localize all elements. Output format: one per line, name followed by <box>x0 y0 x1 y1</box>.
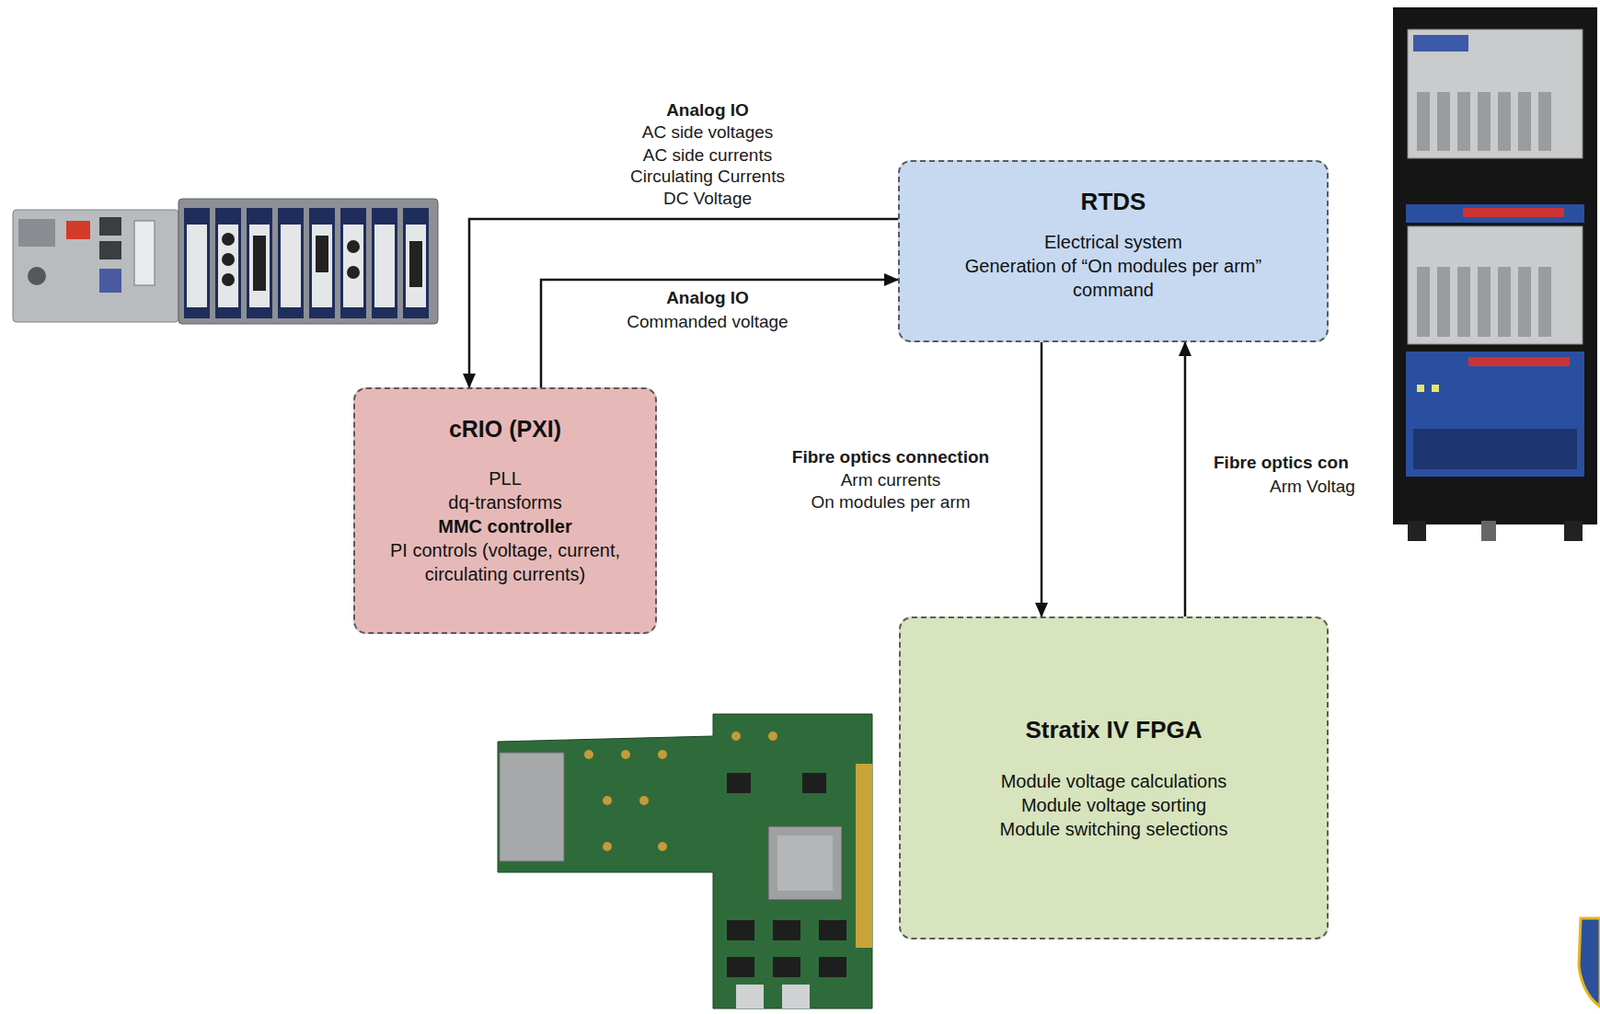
connection-label: Analog IO <box>664 287 751 309</box>
signal-label: Circulating Currents <box>628 166 787 187</box>
box-body: PLL <box>488 466 522 491</box>
box-heading: RTDS <box>1081 189 1147 214</box>
connection-label: Fibre optics connection <box>790 447 991 468</box>
box-body: Module voltage calculations <box>1001 769 1228 794</box>
connector-arrow <box>1040 342 1044 617</box>
box-body: MMC controller <box>437 514 573 539</box>
connection-label: Analog IO <box>664 100 751 121</box>
box-body: Module voltage sorting <box>1021 793 1207 818</box>
signal-label: DC Voltage <box>661 188 754 209</box>
crio-chassis-picture <box>12 198 438 324</box>
crio-box: cRIO (PXI) PLLdq-transformsMMC controller… <box>353 387 657 634</box>
box-heading: cRIO (PXI) <box>448 416 562 441</box>
box-body: Generation of “On modules per arm” comma… <box>943 253 1284 302</box>
signal-label: Arm Voltag <box>1267 476 1358 497</box>
connector-arrow <box>541 279 898 388</box>
fpga-board-picture <box>497 713 873 1009</box>
connector-arrow <box>469 218 898 388</box>
signal-label: Commanded voltage <box>624 311 790 333</box>
connection-label: Fibre optics con <box>1211 452 1351 473</box>
rtds-box: RTDS Electrical systemGeneration of “On m… <box>897 160 1329 343</box>
box-heading: Stratix IV FPGA <box>1024 717 1202 742</box>
box-body: Module switching selections <box>1000 817 1229 841</box>
box-body: PI controls (voltage, current, circulati… <box>364 538 646 587</box>
signal-label: On modules per arm <box>808 492 972 513</box>
connector-arrow <box>1184 342 1187 617</box>
rtds-rack-picture <box>1392 7 1598 542</box>
fpga-box: Stratix IV FPGA Module voltage calculatio… <box>898 616 1329 940</box>
signal-label: AC side voltages <box>640 122 776 143</box>
signal-label: AC side currents <box>641 145 774 166</box>
signal-label: Arm currents <box>839 470 944 491</box>
university-logo <box>1578 918 1600 1007</box>
box-body: dq-transforms <box>448 490 562 515</box>
box-body: Electrical system <box>1044 230 1183 254</box>
